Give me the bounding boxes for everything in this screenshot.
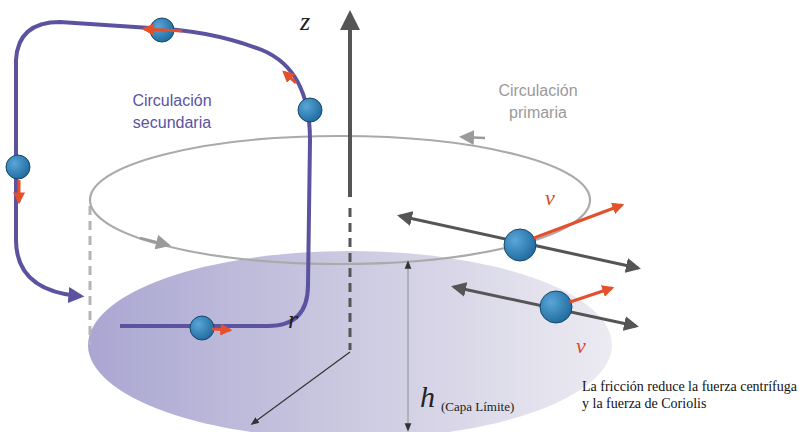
annotation-note: La fricción reduce la fuerza centrífuga …	[582, 378, 804, 412]
height-dimension	[407, 262, 408, 430]
dashed-guide	[89, 206, 92, 345]
z-axis-dashed	[349, 208, 352, 350]
boundary-layer-disk	[88, 251, 612, 432]
force-arrow	[400, 216, 638, 268]
secondary-circulation-path	[16, 22, 310, 326]
force-arrow	[454, 287, 636, 326]
dimension-note: (Capa Límite)	[441, 400, 514, 414]
circulation-label: Circulación secundaria	[108, 90, 236, 134]
velocity-label: v	[576, 334, 586, 358]
primary-circulation-ring	[90, 136, 590, 264]
dimension-label: h	[420, 380, 435, 413]
air-parcels	[6, 18, 572, 340]
dimension-label: r	[288, 306, 298, 335]
circulation-label: Circulación primaria	[476, 80, 600, 124]
velocity-label: v	[545, 186, 555, 210]
radius-line	[252, 352, 350, 424]
primary-flow-arrow	[140, 238, 168, 245]
velocity-arrows	[19, 29, 622, 330]
primary-flow-arrow	[462, 137, 485, 138]
z-axis	[348, 14, 352, 197]
axis-label: z	[300, 8, 310, 37]
